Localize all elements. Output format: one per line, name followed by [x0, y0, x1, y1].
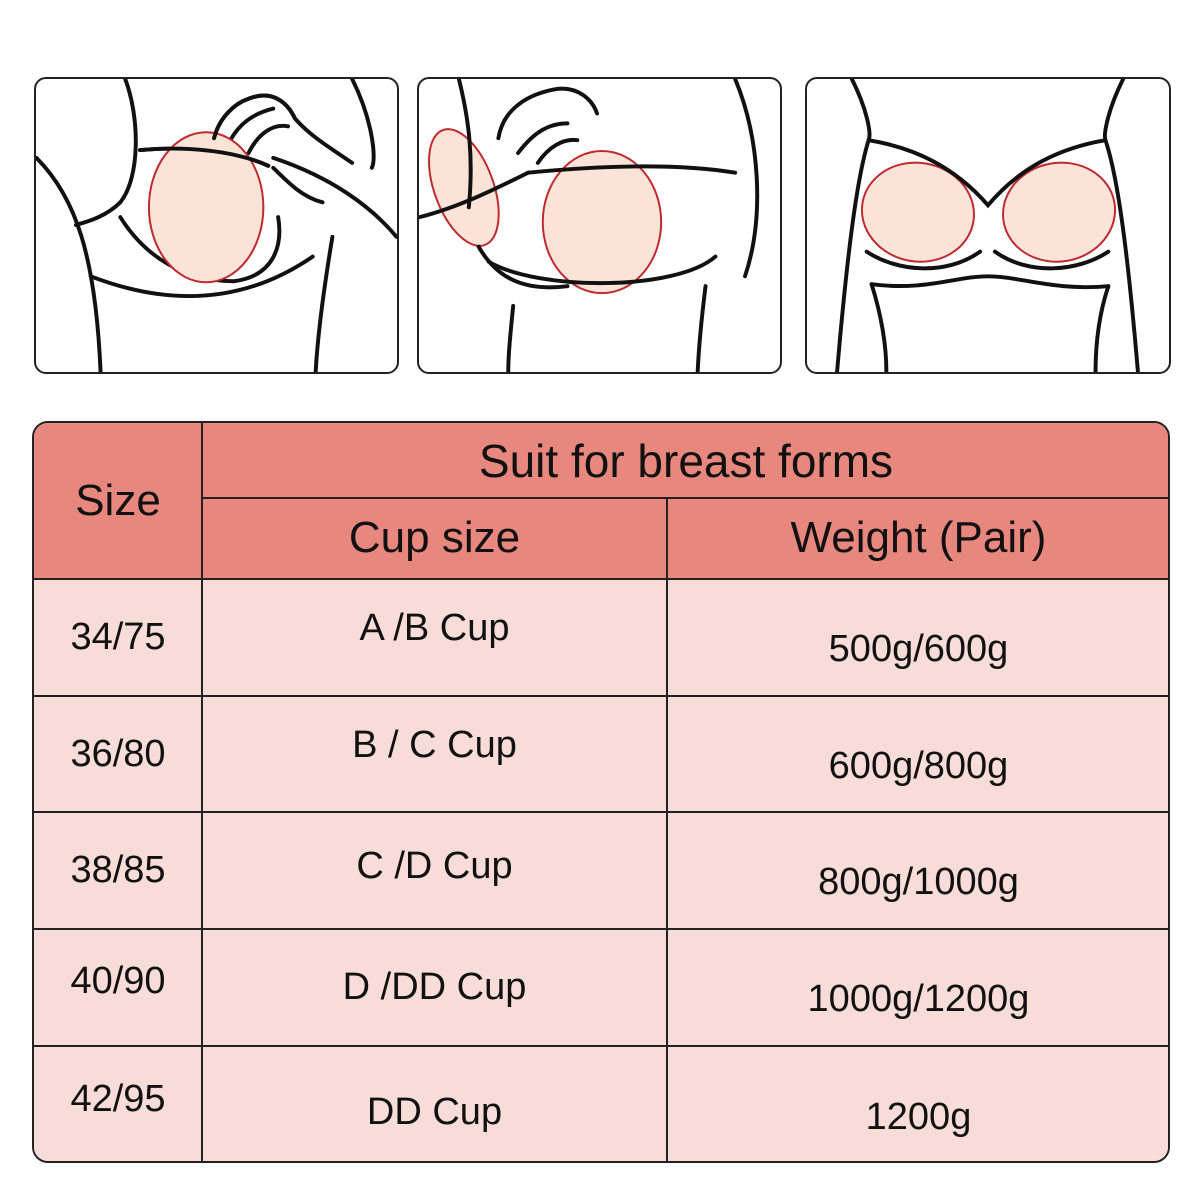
grid-line — [666, 498, 668, 1161]
cup-cell: C /D Cup — [356, 845, 513, 887]
insert-right-form-illustration — [419, 79, 760, 372]
size-cell: 42/95 — [70, 1077, 166, 1120]
cup-cell: D /DD Cup — [342, 966, 527, 1008]
size-cell: 36/80 — [70, 732, 166, 775]
cup-cell: DD Cup — [366, 1090, 503, 1133]
size-cell: 34/75 — [70, 616, 166, 658]
cup-cell: A /B Cup — [359, 607, 510, 649]
weight-cell: 1200g — [865, 1095, 972, 1138]
grid-line — [34, 1045, 1168, 1047]
illustration-step-1 — [34, 77, 399, 374]
cup-cell: B / C Cup — [352, 723, 517, 766]
grid-line — [34, 811, 1168, 813]
insert-left-form-illustration — [36, 79, 397, 372]
grid-line — [201, 423, 203, 1161]
size-chart-table: Size Suit for breast forms Cup size Weig… — [32, 421, 1170, 1163]
weight-cell: 1000g/1200g — [807, 978, 1030, 1020]
size-cell: 38/85 — [70, 849, 166, 891]
weight-cell: 600g/800g — [828, 744, 1009, 787]
size-cell: 40/90 — [70, 960, 166, 1002]
group-header: Suit for breast forms — [202, 423, 1168, 498]
weight-header-label: Weight (Pair) — [790, 513, 1047, 562]
grid-line — [34, 695, 1168, 697]
weight-cell: 800g/1000g — [818, 861, 1019, 903]
weight-header: Weight (Pair) — [667, 498, 1168, 578]
size-header: Size — [34, 423, 202, 578]
grid-line — [34, 578, 1168, 580]
cup-size-header: Cup size — [202, 498, 667, 578]
grid-line — [202, 497, 1168, 499]
cup-size-header-label: Cup size — [348, 513, 521, 562]
grid-line — [34, 928, 1168, 930]
both-forms-fitted-illustration — [835, 79, 1140, 372]
weight-cell: 500g/600g — [828, 628, 1009, 670]
group-header-label: Suit for breast forms — [478, 434, 894, 487]
illustration-step-2 — [417, 77, 782, 374]
size-header-label: Size — [75, 475, 161, 525]
illustration-step-3 — [805, 77, 1171, 374]
